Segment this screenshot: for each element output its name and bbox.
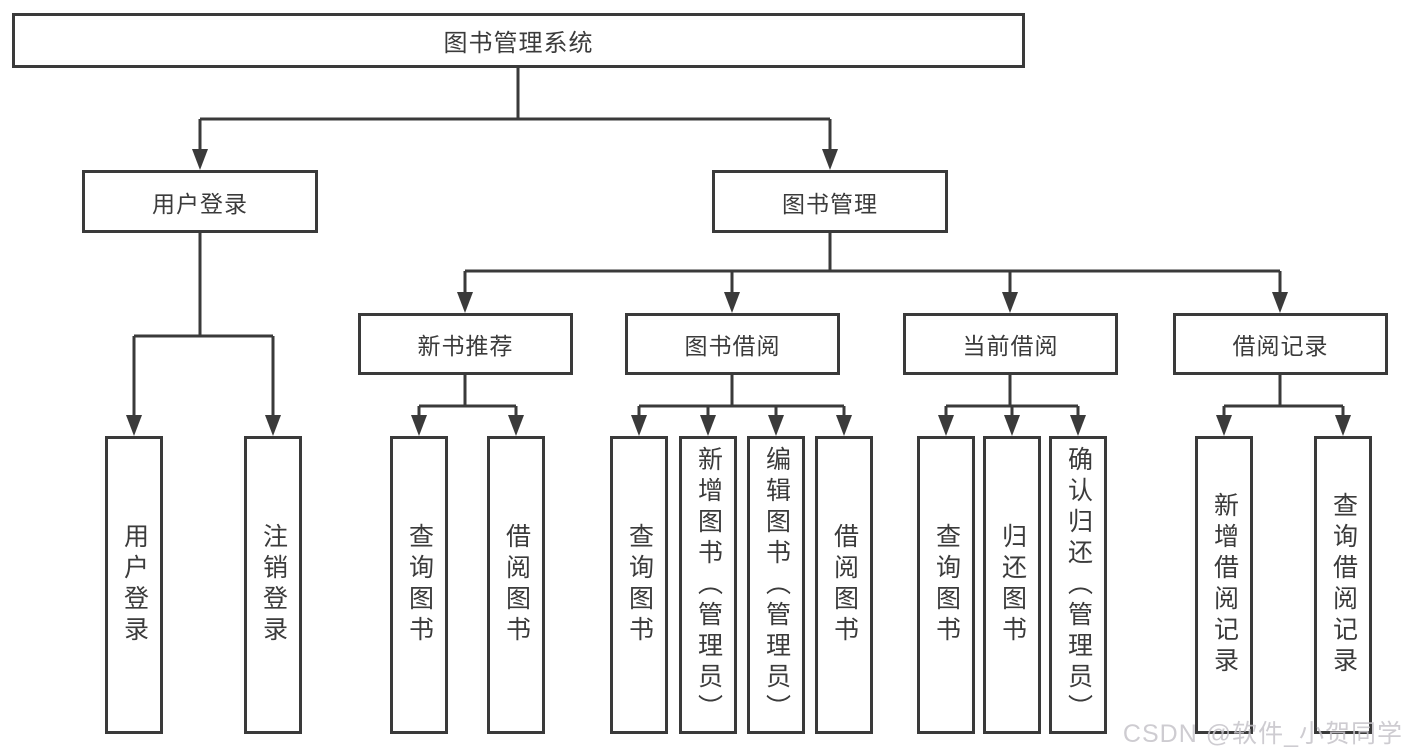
node-new-books-label: 新书推荐 — [417, 333, 514, 359]
node-borrow-books-borrow: 借阅图书 — [815, 436, 873, 734]
node-query-borrow-record: 查询借阅记录 — [1314, 436, 1372, 734]
node-root-label: 图书管理系统 — [443, 30, 594, 57]
node-query-books-borrow-label: 查询图书 — [625, 523, 654, 647]
node-return-books: 归还图书 — [983, 436, 1041, 734]
node-logout-action: 注销登录 — [244, 436, 302, 734]
node-query-books-current-label: 查询图书 — [932, 523, 961, 647]
connector-current-borrow-to-leaves — [944, 375, 1080, 417]
node-book-mgmt-label: 图书管理 — [782, 190, 878, 217]
node-borrow-books-newbooks-label: 借阅图书 — [502, 523, 531, 647]
node-confirm-return-admin-label: 确认归还（管理员） — [1064, 445, 1093, 725]
node-user-login-action-label: 用户登录 — [120, 523, 149, 647]
node-query-books-newbooks-label: 查询图书 — [405, 523, 434, 647]
node-borrow-books-borrow-label: 借阅图书 — [830, 523, 859, 647]
node-add-books-admin-label: 新增图书（管理员） — [694, 445, 723, 725]
node-borrow-records: 借阅记录 — [1173, 313, 1388, 375]
node-book-borrow: 图书借阅 — [625, 313, 840, 375]
connector-book-mgmt-to-level3 — [463, 233, 1282, 294]
node-current-borrow: 当前借阅 — [903, 313, 1118, 375]
node-query-books-borrow: 查询图书 — [610, 436, 668, 734]
node-new-books: 新书推荐 — [358, 313, 573, 375]
node-add-borrow-record-label: 新增借阅记录 — [1210, 492, 1239, 678]
node-query-books-current: 查询图书 — [917, 436, 975, 734]
connector-book-borrow-to-leaves — [637, 375, 846, 417]
node-logout-action-label: 注销登录 — [259, 523, 288, 647]
node-user-login-label: 用户登录 — [152, 190, 248, 217]
node-edit-books-admin: 编辑图书（管理员） — [747, 436, 805, 734]
node-user-login-action: 用户登录 — [105, 436, 163, 734]
connector-borrow-records-to-leaves — [1222, 375, 1345, 417]
node-edit-books-admin-label: 编辑图书（管理员） — [762, 445, 791, 725]
node-book-borrow-label: 图书借阅 — [684, 333, 781, 359]
node-query-borrow-record-label: 查询借阅记录 — [1329, 492, 1358, 678]
node-borrow-records-label: 借阅记录 — [1232, 333, 1329, 359]
node-user-login: 用户登录 — [82, 170, 318, 233]
node-add-borrow-record: 新增借阅记录 — [1195, 436, 1253, 734]
node-query-books-newbooks: 查询图书 — [390, 436, 448, 734]
connector-new-books-to-leaves — [417, 375, 518, 417]
connector-root-to-level2 — [198, 68, 832, 151]
node-add-books-admin: 新增图书（管理员） — [679, 436, 737, 734]
node-root: 图书管理系统 — [12, 13, 1025, 68]
node-current-borrow-label: 当前借阅 — [962, 333, 1059, 359]
node-book-mgmt: 图书管理 — [712, 170, 948, 233]
arrowheads — [126, 149, 1351, 436]
node-confirm-return-admin: 确认归还（管理员） — [1049, 436, 1107, 734]
connector-user-login-to-leaves — [132, 233, 275, 417]
node-return-books-label: 归还图书 — [998, 523, 1027, 647]
node-borrow-books-newbooks: 借阅图书 — [487, 436, 545, 734]
